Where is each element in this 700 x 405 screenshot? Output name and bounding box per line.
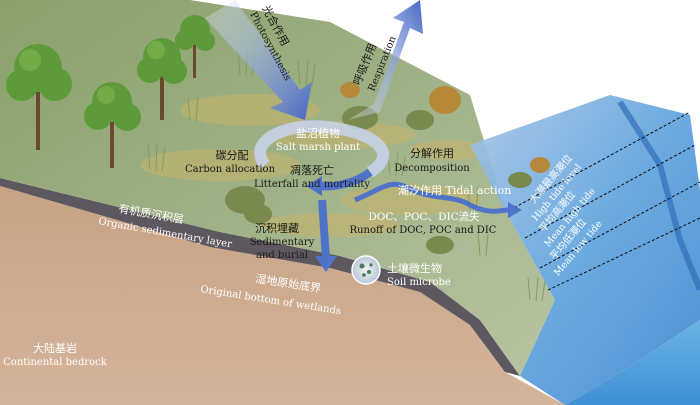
soil-microbe-label-en: Soil microbe — [387, 277, 451, 288]
coast-edge — [617, 100, 700, 292]
mudflat-patches — [140, 94, 490, 237]
tide-level-lines — [509, 111, 700, 291]
salt-marsh-label-zh: 盐沼植物 — [296, 126, 340, 140]
organic-sedimentary-band — [0, 178, 520, 376]
carbon-cycle-swirl — [254, 120, 390, 178]
sediment-burial-arrow — [318, 199, 330, 259]
litterfall-arrow-head — [306, 176, 322, 196]
carbon-allocation-label-en: Carbon allocation — [185, 164, 276, 175]
litterfall-arrow — [317, 168, 373, 191]
sediment-label-en-1: Sedimentary — [250, 237, 315, 248]
photosynthesis-arrow — [205, 0, 312, 120]
marsh-vegetation — [147, 48, 550, 302]
bedrock-label-zh: 大陆基岩 — [33, 341, 77, 355]
marsh-land-surface — [0, 0, 555, 376]
sediment-label-en-2: and burial — [256, 250, 308, 261]
respiration-arrow — [348, 0, 423, 120]
bedrock-label-en: Continental bedrock — [3, 357, 108, 368]
decomposition-label-en: Decomposition — [394, 163, 470, 174]
sediment-burial-arrow-head — [315, 256, 337, 272]
tidal-action-label: 潮汐作用 Tidal action — [398, 183, 511, 197]
soil-microbe-icon — [351, 255, 381, 285]
runoff-label-zh: DOC、POC、DIC流失 — [368, 210, 480, 223]
tidal-action-arrow — [354, 181, 511, 214]
carbon-allocation-label-zh: 碳分配 — [216, 148, 249, 162]
salt-marsh-label-en: Salt marsh plant — [276, 142, 360, 153]
microbe-dots — [359, 263, 373, 277]
sediment-label-zh: 沉积埋藏 — [255, 222, 299, 235]
decomposition-label-zh: 分解作用 — [410, 146, 454, 160]
trees — [6, 15, 215, 168]
soil-microbe-label-zh: 土壤微生物 — [387, 261, 442, 275]
runoff-label-en: Runoff of DOC, POC and DIC — [350, 225, 497, 236]
tidal-water — [470, 95, 700, 405]
tidal-action-arrow-head — [508, 202, 522, 218]
ground-front-face — [0, 186, 565, 405]
litterfall-label-en: Litterfall and mortality — [254, 179, 370, 190]
litterfall-label-zh: 凋落死亡 — [290, 163, 334, 177]
sea-front-face — [565, 320, 700, 405]
